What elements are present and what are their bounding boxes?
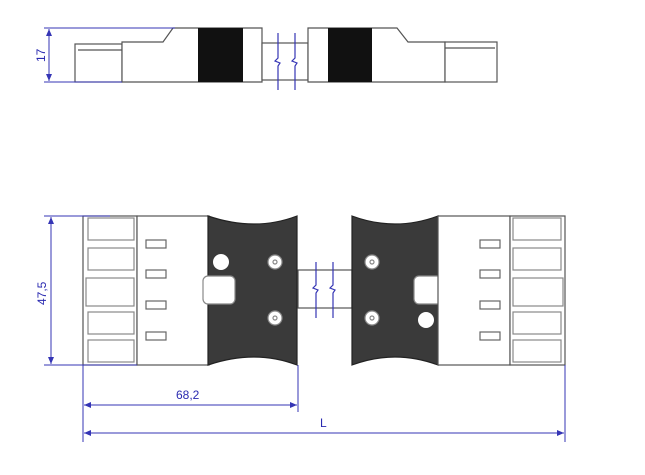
dim-label-17: 17 (34, 48, 48, 62)
break-marks-front (311, 262, 336, 318)
left-grip-band (198, 28, 243, 82)
shaft-side (261, 42, 309, 81)
side-view (74, 27, 498, 90)
dim-label-L: L (320, 416, 327, 430)
shaft-front (297, 269, 353, 309)
dim-label-47-5: 47,5 (35, 281, 49, 305)
right-plug-side (444, 41, 498, 83)
dimension-L (84, 365, 566, 442)
break-marks-side (273, 33, 298, 90)
right-pins (479, 239, 501, 341)
dim-label-68-2: 68,2 (176, 388, 200, 402)
dimension-47-5 (44, 215, 137, 366)
right-grip-band (328, 28, 372, 82)
dimension-68-2 (82, 365, 299, 442)
dimension-17 (44, 27, 175, 83)
right-pin-area (437, 215, 511, 366)
left-pin-area (136, 215, 210, 366)
left-pins (145, 239, 167, 341)
front-view (82, 215, 566, 366)
left-grip (207, 215, 298, 366)
